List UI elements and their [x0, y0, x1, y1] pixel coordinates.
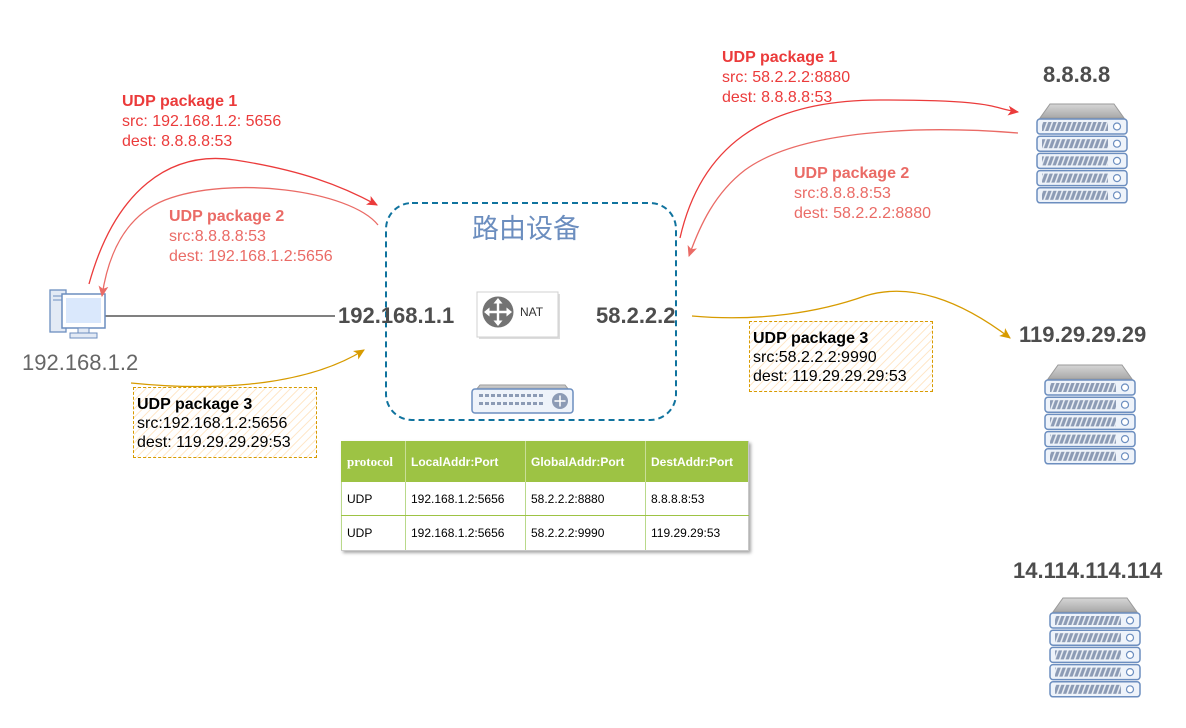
wan-package-2-label: UDP package 2 src:8.8.8.8:53 dest: 58.2.…	[794, 164, 931, 224]
lan-package-2-label: UDP package 2 src:8.8.8.8:53 dest: 192.1…	[169, 207, 333, 267]
packet-title: UDP package 3	[137, 396, 253, 413]
packet-dest: dest: 58.2.2.2:8880	[794, 205, 931, 222]
router-wan-ip-label: 58.2.2.2	[596, 303, 676, 328]
packet-title: UDP package 3	[753, 330, 869, 347]
wan-package-3-label: UDP package 3 src:58.2.2.2:9990 dest: 11…	[749, 321, 933, 392]
packet-title: UDP package 2	[794, 165, 910, 182]
router-device-boundary	[385, 202, 677, 421]
wan-package-2-arrow	[687, 129, 1019, 258]
packet-dest: dest: 192.168.1.2:5656	[169, 248, 333, 265]
column-header: DestAddr:Port	[645, 441, 749, 482]
wan-package-1-label: UDP package 1 src: 58.2.2.2:8880 dest: 8…	[722, 48, 850, 108]
server-icon	[1044, 364, 1136, 465]
column-header: protocol	[341, 441, 406, 482]
nat-label: NAT	[520, 305, 544, 319]
packet-dest: dest: 119.29.29.29:53	[753, 368, 907, 385]
packet-dest: dest: 8.8.8.8:53	[122, 133, 233, 150]
table-cell: UDP	[341, 515, 406, 551]
server-icon	[1036, 103, 1128, 204]
table-cell: 58.2.2.2:8880	[525, 482, 646, 516]
packet-title: UDP package 1	[722, 49, 838, 66]
packet-src: src: 192.168.1.2: 5656	[122, 113, 282, 130]
packet-title: UDP package 2	[169, 208, 285, 225]
router-device-icon	[471, 384, 574, 414]
server-icon	[1049, 597, 1141, 698]
packet-src: src:8.8.8.8:53	[169, 228, 266, 245]
packet-title: UDP package 1	[122, 93, 238, 110]
packet-dest: dest: 8.8.8.8:53	[722, 89, 833, 106]
wan-package-3-arrow	[691, 290, 1011, 339]
table-cell: 58.2.2.2:9990	[525, 515, 646, 551]
nat-icon	[482, 296, 514, 328]
lan-package-1-arrow	[88, 157, 378, 285]
router-title: 路由设备	[472, 214, 580, 245]
lan-package-3-label: UDP package 3 src:192.168.1.2:5656 dest:…	[133, 387, 317, 458]
table-cell: UDP	[341, 482, 406, 516]
wan-package-1-arrow	[679, 99, 1020, 239]
table-row: UDP 192.168.1.2:5656 58.2.2.2:9990 119.2…	[341, 515, 749, 551]
lan-package-2-arrow	[98, 187, 379, 298]
server-ip-label: 14.114.114.114	[1013, 558, 1163, 583]
table-cell: 192.168.1.2:5656	[405, 482, 526, 516]
lan-package-3-arrow	[130, 349, 365, 388]
server-ip-label: 8.8.8.8	[1043, 62, 1111, 87]
packet-dest: dest: 119.29.29.29:53	[137, 434, 291, 451]
column-header: LocalAddr:Port	[405, 441, 526, 482]
lan-package-1-label: UDP package 1 src: 192.168.1.2: 5656 des…	[122, 92, 281, 152]
table-cell: 119.29.29:53	[645, 515, 749, 551]
pc-icon	[49, 289, 106, 339]
packet-src: src:192.168.1.2:5656	[137, 415, 288, 432]
table-header-row: protocol LocalAddr:Port GlobalAddr:Port …	[341, 441, 749, 482]
router-lan-ip-label: 192.168.1.1	[338, 303, 455, 328]
nat-table: protocol LocalAddr:Port GlobalAddr:Port …	[341, 441, 749, 551]
table-row: UDP 192.168.1.2:5656 58.2.2.2:8880 8.8.8…	[341, 482, 749, 516]
column-header: GlobalAddr:Port	[525, 441, 646, 482]
client-ip-label: 192.168.1.2	[22, 350, 139, 375]
packet-src: src: 58.2.2.2:8880	[722, 69, 851, 86]
server-ip-label: 119.29.29.29	[1019, 322, 1147, 347]
table-cell: 8.8.8.8:53	[645, 482, 749, 516]
table-cell: 192.168.1.2:5656	[405, 515, 526, 551]
packet-src: src:8.8.8.8:53	[794, 185, 891, 202]
packet-src: src:58.2.2.2:9990	[753, 349, 877, 366]
